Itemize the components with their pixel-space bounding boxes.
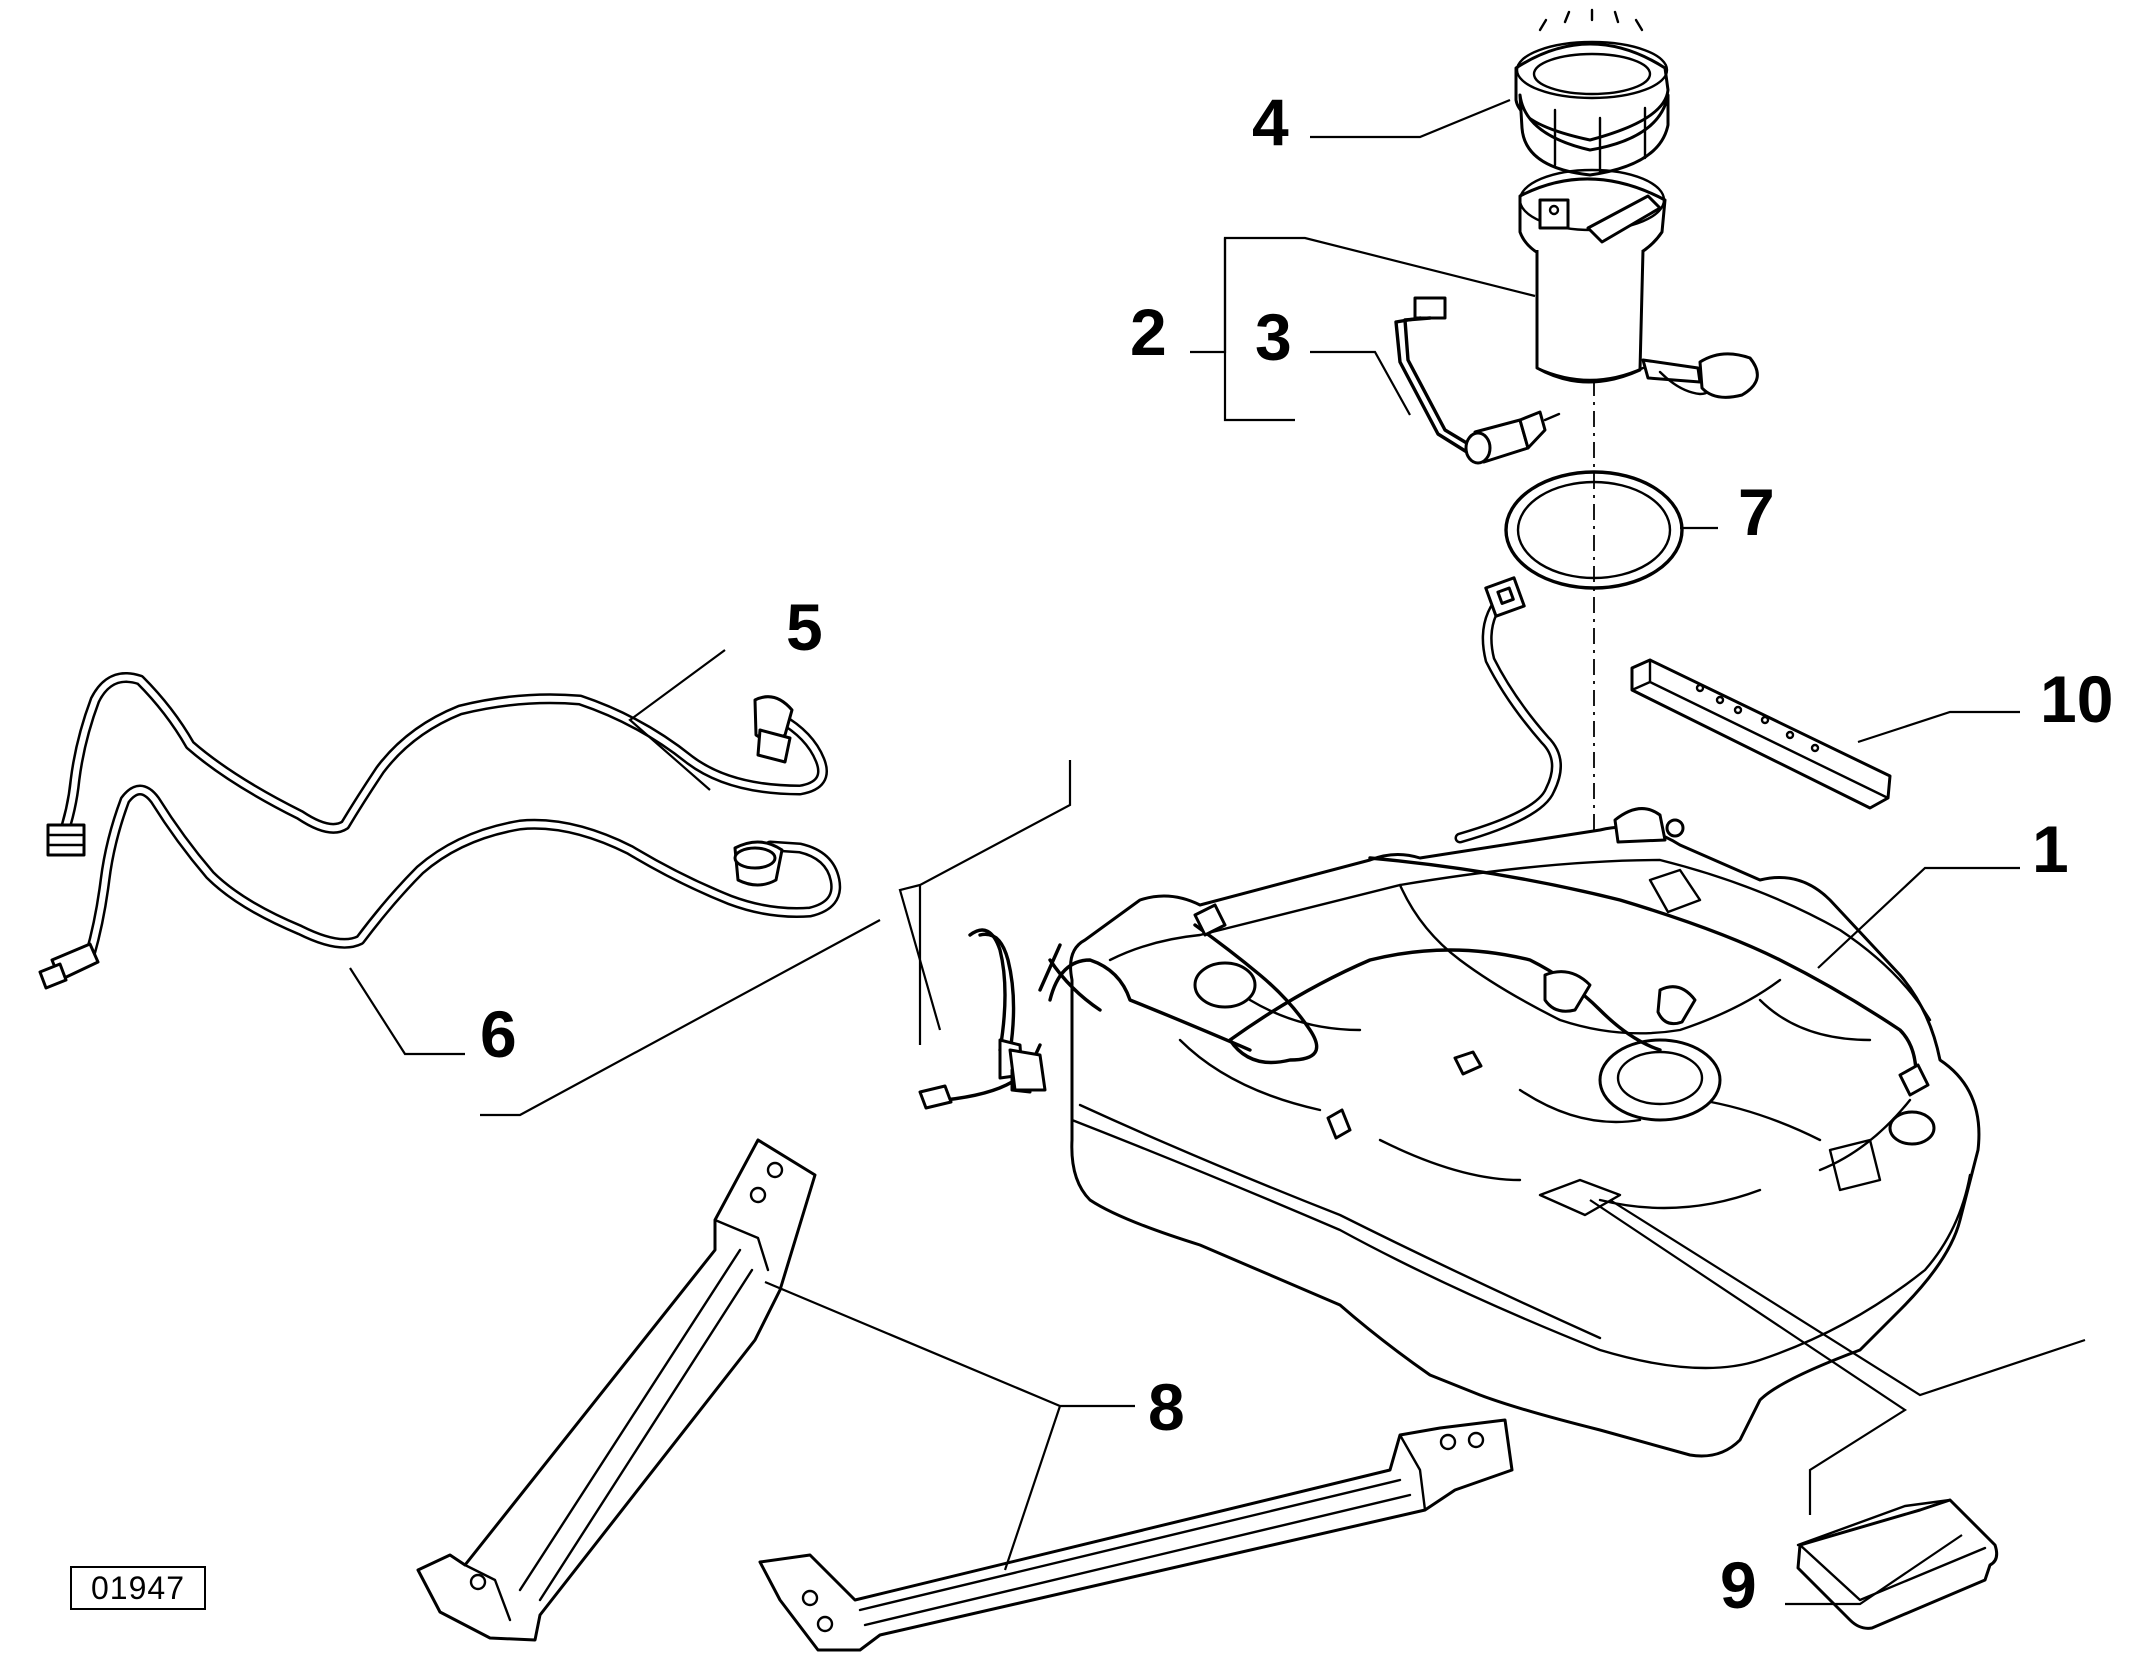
callout-5: 5: [786, 590, 823, 664]
callout-4: 4: [1252, 85, 1289, 159]
tank-strap-left: [416, 1138, 817, 1642]
callout-1: 1: [2032, 812, 2069, 886]
callout-7: 7: [1738, 475, 1775, 549]
tank-fuel-lines: [918, 576, 1930, 1110]
fuel-line-lower: [38, 784, 842, 990]
fuel-line-upper: [46, 672, 828, 857]
tank-pad: [1796, 1498, 1999, 1630]
diagram-reference-code: 01947: [70, 1566, 206, 1610]
rubber-pad-strip: [1630, 658, 1892, 810]
callout-6: 6: [480, 997, 517, 1071]
callout-10: 10: [2040, 662, 2113, 736]
level-sender-wire: [1394, 296, 1561, 465]
callout-2: 2: [1130, 295, 1167, 369]
leader-lines: [349, 98, 2020, 1606]
callout-3: 3: [1255, 300, 1292, 374]
fuel-pump-sender: [1518, 168, 1759, 399]
callout-9: 9: [1720, 1548, 1757, 1622]
callout-8: 8: [1148, 1370, 1185, 1444]
callout-labels: 4 2 3 7 5 10 1 6 8 9: [480, 85, 2113, 1622]
locking-ring: [1514, 8, 1670, 177]
fuel-tank: [1069, 807, 1981, 1458]
tank-strap-right: [758, 1418, 1514, 1652]
guide-lines: [480, 760, 2086, 1515]
